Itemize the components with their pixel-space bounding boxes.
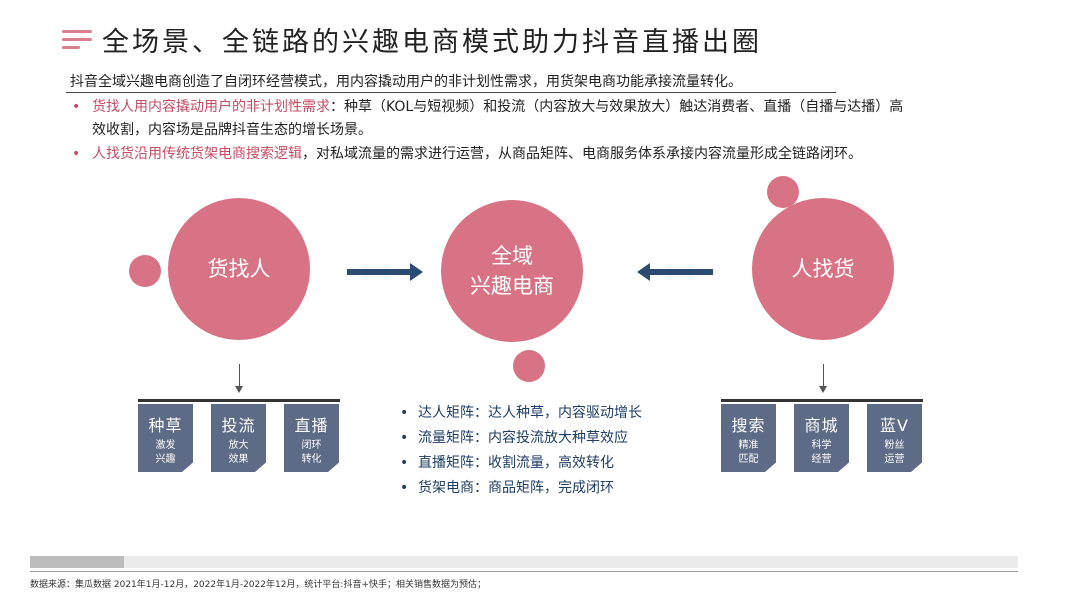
circle-goods-find-people-label: 货找人 [207,257,271,281]
connector-right [823,364,824,387]
tag-seeding-sub2: 兴趣 [155,454,176,465]
circle-goods-find-people: 货找人 [168,198,310,340]
intro-underline [66,92,836,93]
connector-left [239,364,240,387]
data-source-note: 数据来源：集瓜数据 2021年1月-12月，2022年1月-2022年12月，统… [30,580,487,590]
bullet-2-highlight: 人找货沿用传统货架电商搜索逻辑 [92,146,302,162]
intro-text: 抖音全域兴趣电商创造了自闭环经营模式，用内容撬动用户的非计划性需求，用货架电商功… [70,74,742,90]
tag-blue-v-sub2: 运营 [884,454,905,465]
tag-seeding: 种草 激发 兴趣 [138,404,193,472]
circle-interest-ecommerce: 全域 兴趣电商 [441,200,583,342]
bullet-2: • 人找货沿用传统货架电商搜索逻辑，对私域流量的需求进行运营，从商品矩阵、电商服… [72,143,1022,166]
bullet-1-line1: ：种草（KOL与短视频）和投流（内容放大与效果放大）触达消费者、直播（自播与达播… [330,99,904,115]
progress-thumb [30,556,124,568]
tag-live-title: 直播 [294,416,329,435]
connector-left-arrowhead [235,386,243,393]
tag-traffic-sub2: 效果 [228,454,249,465]
tag-traffic-sub1: 放大 [228,440,249,451]
tag-blue-v-sub1: 粉丝 [884,440,905,451]
tag-blue-v-title: 蓝V [880,416,909,435]
tag-mall: 商城 科学 经营 [794,404,849,472]
list-item: 直播矩阵：收割流量，高效转化 [396,451,642,476]
bullet-dot: • [72,99,81,115]
page-title: 全场景、全链路的兴趣电商模式助力抖音直播出圈 [102,27,762,58]
tag-mall-sub2: 经营 [811,454,832,465]
list-item: 达人矩阵：达人种草，内容驱动增长 [396,401,642,426]
tag-traffic: 投流 放大 效果 [211,404,266,472]
tag-live-sub1: 闭环 [301,440,322,451]
tag-search-sub2: 匹配 [738,454,759,465]
bullet-1-highlight: 货找人用内容撬动用户的非计划性需求 [92,99,330,115]
footer-rule [30,571,1018,572]
tag-search: 搜索 精准 匹配 [721,404,776,472]
arrow-left-icon [637,263,713,281]
menu-lines-icon [62,30,92,50]
list-item: 流量矩阵：内容投流放大种草效应 [396,426,642,451]
circle-center-line2: 兴趣电商 [470,274,554,298]
progress-track [30,556,1018,568]
decor-circle-right [767,176,799,208]
tag-seeding-sub1: 激发 [155,440,176,451]
tag-mall-sub1: 科学 [811,440,832,451]
circle-people-find-goods: 人找货 [752,198,894,340]
right-tags-topbar [721,399,923,402]
decor-circle-left [129,255,161,287]
tag-live: 直播 闭环 转化 [284,404,339,472]
tag-traffic-title: 投流 [221,416,256,435]
connector-right-arrowhead [819,386,827,393]
left-tags-topbar [138,399,340,402]
tag-seeding-title: 种草 [148,416,183,435]
bullet-1-line2: 效收割，内容场是品牌抖音生态的增长场景。 [92,122,372,138]
tag-live-sub2: 转化 [301,454,322,465]
list-item: 货架电商：商品矩阵，完成闭环 [396,476,642,501]
bullet-2-line1: ，对私域流量的需求进行运营，从商品矩阵、电商服务体系承接内容流量形成全链路闭环。 [302,146,862,162]
circle-people-find-goods-label: 人找货 [791,257,855,281]
decor-circle-center [513,350,545,382]
center-list: 达人矩阵：达人种草，内容驱动增长 流量矩阵：内容投流放大种草效应 直播矩阵：收割… [396,401,642,501]
tag-search-title: 搜索 [731,416,766,435]
tag-search-sub1: 精准 [738,440,759,451]
tag-blue-v: 蓝V 粉丝 运营 [867,404,922,472]
bullet-1: • 货找人用内容撬动用户的非计划性需求：种草（KOL与短视频）和投流（内容放大与… [72,96,1022,142]
bullet-dot: • [72,146,81,162]
circle-center-line1: 全域 [491,244,533,268]
arrow-right-icon [347,263,423,281]
tag-mall-title: 商城 [804,416,839,435]
